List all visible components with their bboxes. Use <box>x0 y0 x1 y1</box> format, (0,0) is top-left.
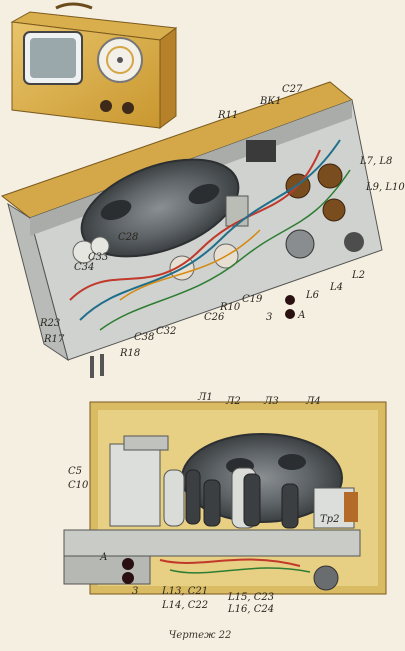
label-lamp-3: Л3 <box>264 396 279 407</box>
label-l2: L2 <box>352 270 366 281</box>
receiver-cabinet <box>10 2 178 129</box>
label-r11: R11 <box>218 110 239 121</box>
label-lamp-2: Л2 <box>226 396 241 407</box>
label-c32: C32 <box>156 326 177 337</box>
label-c28: C28 <box>118 232 139 243</box>
label-a-bottom: А <box>100 552 108 563</box>
label-l7-l8: L7, L8 <box>360 156 393 167</box>
label-a-top: А <box>298 310 306 321</box>
label-l15-c23: L15, C23 <box>228 592 275 603</box>
label-r17: R17 <box>44 334 65 345</box>
label-vk1: ВК1 <box>260 96 282 107</box>
figure-caption: Чертеж 22 <box>168 630 232 641</box>
chassis-top-view <box>0 81 383 378</box>
label-lamp-4: Л4 <box>306 396 321 407</box>
label-c27: C27 <box>282 84 303 95</box>
label-l14-c22: L14, C22 <box>162 600 209 611</box>
label-c26: C26 <box>204 312 225 323</box>
label-3-top: 3 <box>266 312 273 323</box>
label-c34: C34 <box>74 262 95 273</box>
label-r18: R18 <box>120 348 141 359</box>
label-tr2: Тр2 <box>320 514 340 525</box>
label-r10: R10 <box>220 302 241 313</box>
label-lamp-1: Л1 <box>198 392 213 403</box>
label-c19: C19 <box>242 294 263 305</box>
label-c10: C10 <box>68 480 89 491</box>
label-l4: L4 <box>330 282 344 293</box>
label-l13-c21: L13, C21 <box>162 586 209 597</box>
label-c5: C5 <box>68 466 83 477</box>
label-c38: C38 <box>134 332 155 343</box>
label-c33: C33 <box>88 252 109 263</box>
chassis-rear-view <box>63 401 387 595</box>
label-l16-c24: L16, C24 <box>228 604 275 615</box>
label-l6: L6 <box>306 290 320 301</box>
label-l9-l10: L9, L10 <box>366 182 405 193</box>
label-3-bottom: 3 <box>132 586 139 597</box>
label-r23: R23 <box>40 318 61 329</box>
